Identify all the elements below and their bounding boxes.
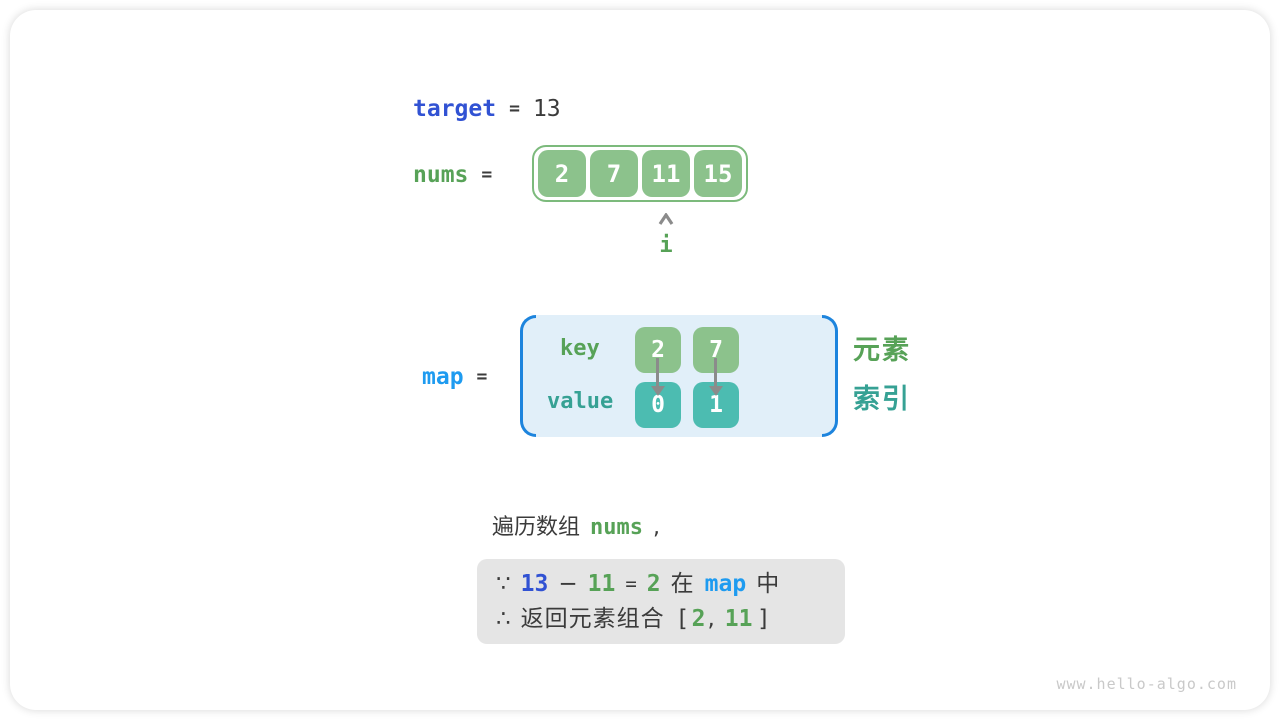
arrow-down-head-icon bbox=[709, 386, 723, 396]
in-word: 在 bbox=[670, 570, 695, 597]
result-comma: , bbox=[707, 605, 715, 632]
therefore-symbol: ∴ bbox=[496, 605, 511, 632]
map-value-label: value bbox=[547, 389, 614, 414]
result-second: 11 bbox=[724, 605, 753, 632]
index-pointer-icon bbox=[657, 211, 675, 225]
nums-var: nums bbox=[413, 162, 469, 188]
arrow-down-icon bbox=[714, 358, 717, 388]
caption-nums-var: nums bbox=[590, 515, 643, 540]
index-side-label: 索引 bbox=[853, 384, 911, 415]
conclusion-note: ∵ 13 − 11 = 2 在 map 中 ∴ 返回元素组合 [ 2 , 11 … bbox=[477, 559, 845, 644]
minuend: 13 bbox=[520, 570, 549, 597]
difference: 2 bbox=[646, 570, 661, 597]
target-var: target bbox=[413, 96, 497, 122]
map-bracket-right bbox=[822, 315, 838, 437]
nums-cell-3: 15 bbox=[694, 150, 742, 197]
nums-cell-1: 7 bbox=[590, 150, 638, 197]
map-value-cell-1: 1 bbox=[693, 382, 739, 428]
target-expression: target = 13 bbox=[413, 94, 561, 124]
subtrahend: 11 bbox=[587, 570, 616, 597]
arrow-down-icon bbox=[656, 358, 659, 388]
because-symbol: ∵ bbox=[496, 570, 511, 597]
result-first: 2 bbox=[691, 605, 706, 632]
open-bracket: [ bbox=[678, 605, 688, 632]
nums-array: 2 7 11 15 bbox=[532, 145, 748, 202]
map-key-label: key bbox=[560, 336, 600, 361]
map-expression: map = bbox=[422, 362, 487, 392]
index-pointer-label: i bbox=[659, 233, 673, 258]
map-bracket-left bbox=[520, 315, 536, 437]
map-value-cell-0: 0 bbox=[635, 382, 681, 428]
map-equals: = bbox=[476, 366, 488, 387]
close-bracket: ] bbox=[758, 605, 768, 632]
nums-cell-0: 2 bbox=[538, 150, 586, 197]
caption-prefix: 遍历数组 bbox=[492, 515, 581, 540]
element-side-label: 元素 bbox=[853, 335, 911, 366]
map-var-inline: map bbox=[704, 570, 747, 597]
target-equals: = bbox=[509, 98, 520, 119]
target-value: 13 bbox=[532, 96, 561, 122]
minus-sign: − bbox=[558, 570, 578, 597]
conclusion-line-2: ∴ 返回元素组合 [ 2 , 11 ] bbox=[496, 602, 845, 637]
nums-cell-2: 11 bbox=[642, 150, 690, 197]
conclusion-line-1: ∵ 13 − 11 = 2 在 map 中 bbox=[496, 567, 845, 602]
caption-row: 遍历数组 nums , bbox=[492, 513, 660, 543]
map-var: map bbox=[422, 364, 464, 390]
diagram-card: target = 13 nums = 2 7 11 15 i map = key… bbox=[10, 10, 1270, 710]
caption-comma: , bbox=[653, 515, 660, 540]
in-suffix: 中 bbox=[756, 570, 781, 597]
result-text: 返回元素组合 bbox=[520, 605, 665, 632]
nums-expression: nums = bbox=[413, 160, 492, 190]
equals-sign: = bbox=[625, 572, 637, 595]
arrow-down-head-icon bbox=[651, 386, 665, 396]
nums-equals: = bbox=[481, 164, 493, 185]
map-container: key value 2 7 0 1 bbox=[520, 315, 838, 437]
watermark: www.hello-algo.com bbox=[1056, 675, 1237, 693]
